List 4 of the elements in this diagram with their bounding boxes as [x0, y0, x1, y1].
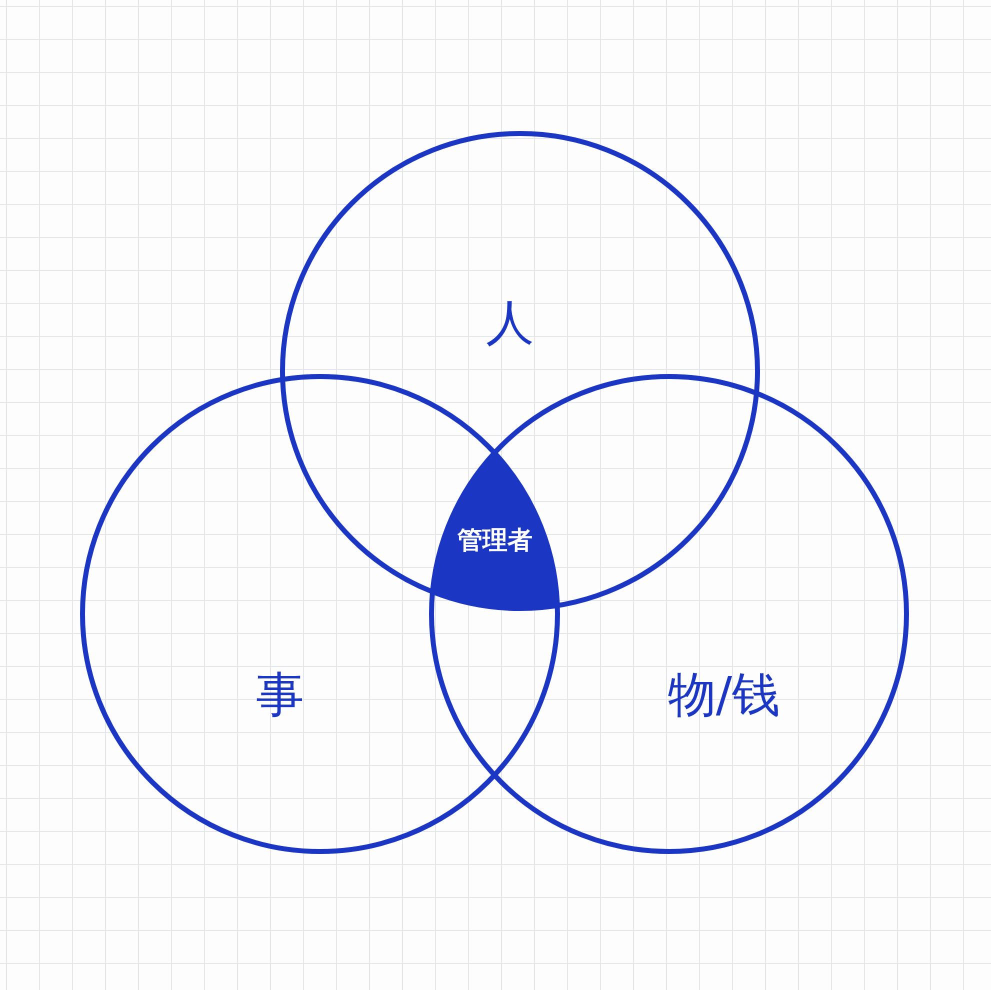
circle-label: 事	[256, 666, 304, 725]
circle-label: 人	[486, 294, 534, 353]
center-label: 管理者	[458, 524, 532, 556]
circle-label: 物/钱	[668, 666, 780, 725]
